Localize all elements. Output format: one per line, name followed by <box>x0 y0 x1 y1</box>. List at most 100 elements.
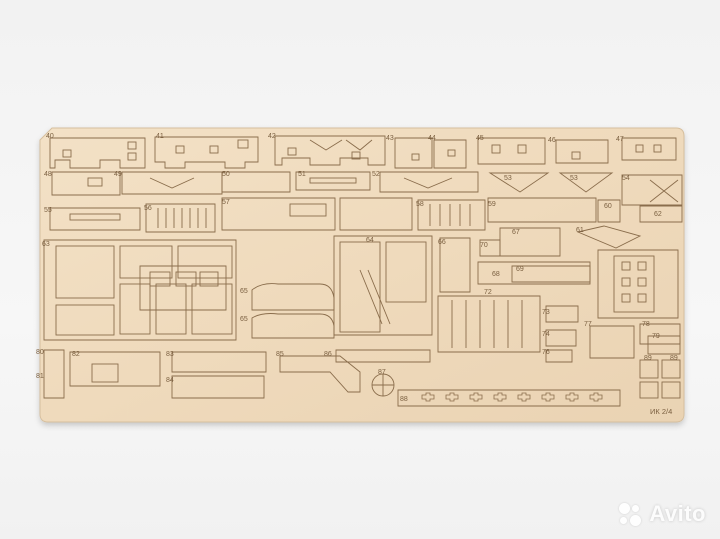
part-number: 45 <box>476 135 484 142</box>
part-number: 43 <box>386 135 394 142</box>
avito-watermark-text: Avito <box>649 501 706 526</box>
part-48 <box>51 171 121 196</box>
part-84 <box>171 375 265 399</box>
part-number: 51 <box>298 171 306 178</box>
part-number: 87 <box>378 369 386 376</box>
part-68 <box>477 261 591 285</box>
part-40 <box>49 137 146 169</box>
part-57-side <box>339 197 413 231</box>
part-number: 53 <box>504 175 512 182</box>
part-number: 86 <box>324 351 332 358</box>
part-number: 55 <box>44 207 52 214</box>
part-43 <box>394 137 433 169</box>
part-89b <box>661 359 681 379</box>
part-number: 63 <box>42 241 50 248</box>
part-86 <box>335 349 431 363</box>
part-number: 65 <box>240 316 248 323</box>
part-number: 60 <box>604 203 612 210</box>
part-number: 48 <box>44 171 52 178</box>
part-65b <box>251 313 335 339</box>
part-88 <box>397 389 621 407</box>
part-49 <box>121 171 223 195</box>
part-number: 89 <box>670 355 678 362</box>
part-80 <box>43 349 65 399</box>
part-number: 81 <box>36 373 44 380</box>
part-56 <box>145 203 216 233</box>
part-number: 83 <box>166 351 174 358</box>
part-number: 69 <box>516 266 524 273</box>
part-number: 84 <box>166 377 174 384</box>
part-number: 66 <box>438 239 446 246</box>
part-63 <box>43 239 237 341</box>
part-60 <box>597 199 621 223</box>
part-53a <box>488 172 550 193</box>
part-59 <box>487 197 597 223</box>
laser-cut-parts <box>43 135 683 407</box>
part-51 <box>295 171 371 191</box>
part-57 <box>221 197 336 231</box>
part-number: 41 <box>156 133 164 140</box>
part-number: 58 <box>416 201 424 208</box>
part-number: 44 <box>428 135 436 142</box>
part-number: 59 <box>488 201 496 208</box>
part-42 <box>274 135 386 166</box>
part-58 <box>417 199 486 231</box>
part-41 <box>154 136 259 169</box>
part-number: 88 <box>400 396 408 403</box>
part-number: 73 <box>542 309 550 316</box>
part-83 <box>171 351 267 373</box>
part-54 <box>621 174 683 206</box>
part-73 <box>545 305 579 323</box>
part-55 <box>49 207 141 231</box>
part-74 <box>545 329 577 347</box>
part-69 <box>511 265 591 283</box>
part-number: 53 <box>570 175 578 182</box>
part-number-labels: 40 41 42 43 44 45 46 47 48 49 50 51 52 5… <box>36 133 678 416</box>
part-number: 76 <box>542 349 550 356</box>
avito-watermark: Avito <box>617 501 706 527</box>
part-number: 89 <box>644 355 652 362</box>
part-number: 40 <box>46 133 54 140</box>
part-number: 56 <box>144 205 152 212</box>
part-number: 62 <box>654 211 662 218</box>
part-number: 77 <box>584 321 592 328</box>
part-right-frame <box>597 249 679 319</box>
part-85 <box>279 355 361 393</box>
part-70 <box>479 239 501 257</box>
part-number: 72 <box>484 289 492 296</box>
part-number: 67 <box>512 229 520 236</box>
part-number: 68 <box>492 271 500 278</box>
part-47 <box>621 137 677 161</box>
part-89a <box>639 359 659 379</box>
part-number: 46 <box>548 137 556 144</box>
part-79 <box>647 335 681 355</box>
part-61 <box>576 225 642 249</box>
part-number: 85 <box>276 351 284 358</box>
part-44 <box>433 139 467 169</box>
part-engine <box>139 265 227 311</box>
part-76 <box>545 349 573 363</box>
part-number: 70 <box>480 242 488 249</box>
part-50 <box>221 171 291 193</box>
part-77 <box>589 325 635 359</box>
part-number: 47 <box>616 136 624 143</box>
part-number: 54 <box>622 175 630 182</box>
part-45 <box>477 137 546 165</box>
part-number: 78 <box>642 321 650 328</box>
part-number: 61 <box>576 227 584 234</box>
part-number: 50 <box>222 171 230 178</box>
avito-logo-icon <box>617 501 643 527</box>
part-number: 42 <box>268 133 276 140</box>
part-52 <box>379 171 479 193</box>
part-number: 80 <box>36 349 44 356</box>
part-number: 52 <box>372 171 380 178</box>
part-number: 65 <box>240 288 248 295</box>
part-number: 74 <box>542 331 550 338</box>
part-40-slot <box>62 149 72 158</box>
part-number: 49 <box>114 171 122 178</box>
part-number: 79 <box>652 333 660 340</box>
part-53b <box>558 172 614 193</box>
part-72 <box>437 295 541 353</box>
sheet-label: ИК 2/4 <box>650 407 672 416</box>
